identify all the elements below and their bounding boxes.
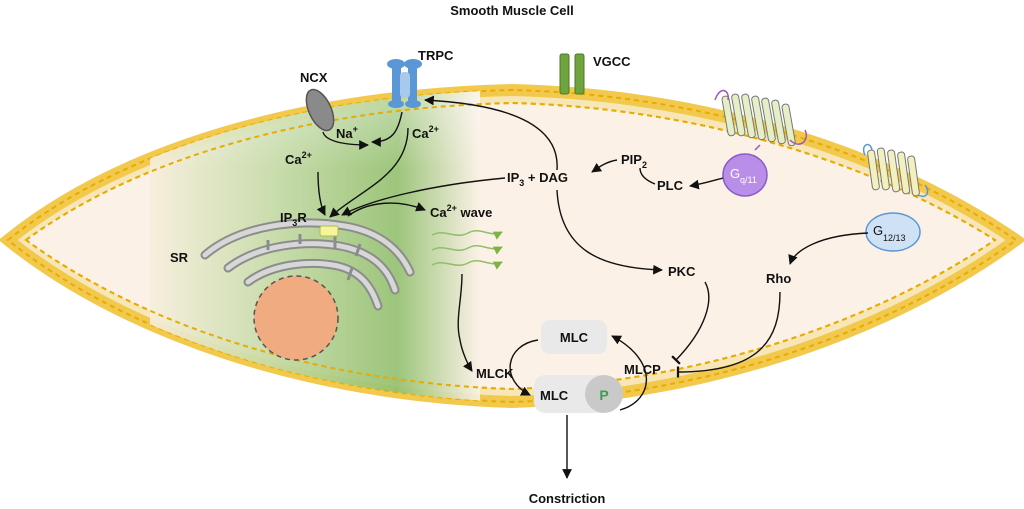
mlcp-label: MLCP	[624, 362, 661, 377]
ncx-label: NCX	[300, 70, 328, 85]
svg-text:MLC: MLC	[540, 388, 569, 403]
rho-label: Rho	[766, 271, 791, 286]
svg-text:MLC: MLC	[560, 330, 589, 345]
vgcc-channel	[559, 53, 585, 95]
svg-text:12/13: 12/13	[883, 233, 906, 243]
svg-text:G: G	[730, 166, 740, 181]
ncx-exchanger	[305, 88, 335, 132]
sr-label: SR	[170, 250, 189, 265]
svg-text:q/11: q/11	[740, 175, 757, 185]
pip2-label: PIP2	[621, 152, 647, 170]
mlck-label: MLCK	[476, 366, 514, 381]
g1213-protein: G 12/13	[865, 212, 921, 252]
gq11-protein: G q/11	[722, 153, 768, 197]
ncx-ca-ion-label: Ca2+	[285, 150, 312, 167]
pathway-arrows	[316, 95, 869, 479]
na-ion-label: Na+	[336, 124, 358, 141]
phosphate-circle	[585, 375, 623, 413]
vgcc-label: VGCC	[593, 54, 631, 69]
pkc-label: PKC	[668, 264, 696, 279]
ip3-dag-label: IP3 + DAG	[507, 170, 568, 188]
constriction-label: Constriction	[529, 491, 606, 506]
mlc-unphosphorylated: MLC	[541, 320, 607, 354]
g1213-gpcr-receptor	[862, 143, 929, 197]
mlc-phosphorylated: MLC P	[534, 375, 623, 413]
svg-text:P: P	[599, 387, 608, 403]
ip3r-label: IP3R	[280, 210, 307, 228]
cell-body	[0, 83, 1024, 409]
ca-wave-label: Ca2+ wave	[430, 203, 492, 220]
sarcoplasmic-reticulum	[200, 218, 415, 311]
trpc-label: TRPC	[418, 48, 454, 63]
nucleus	[253, 275, 339, 361]
svg-text:G: G	[873, 223, 883, 238]
plc-label: PLC	[657, 178, 684, 193]
calcium-wave-lines	[431, 229, 503, 270]
ip3r-receptor	[319, 225, 339, 237]
gq-gpcr-receptor	[714, 89, 807, 151]
diagram-title: Smooth Muscle Cell	[450, 3, 574, 18]
trpc-channel	[387, 59, 422, 108]
trpc-ca-ion-label: Ca2+	[412, 124, 439, 141]
